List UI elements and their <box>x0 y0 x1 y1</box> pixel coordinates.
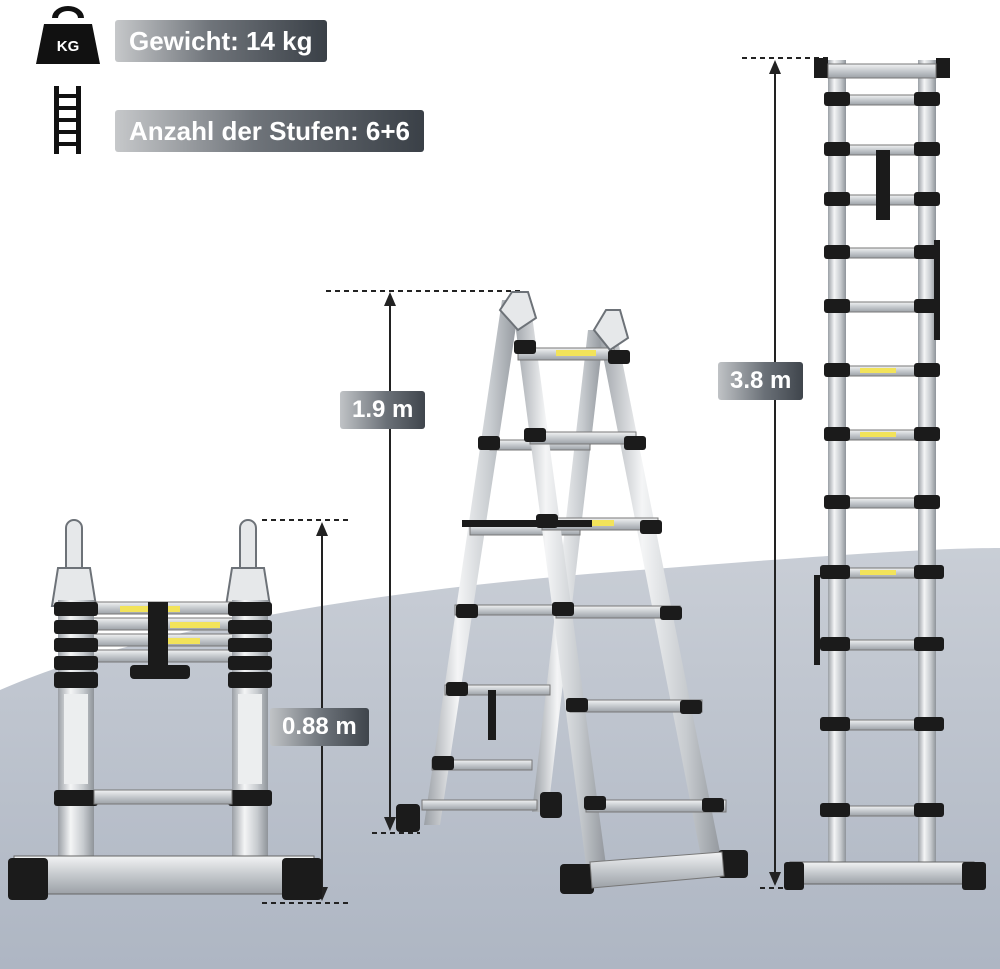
extended-height-label: 3.8 m <box>718 362 804 400</box>
kettlebell-weight-icon: KG <box>36 6 100 64</box>
a-frame-height-label: 1.9 m <box>340 391 426 429</box>
steps-spec-badge: Anzahl der Stufen: 6+6 <box>115 110 424 152</box>
ladder-icon <box>54 86 81 154</box>
ladder-a-frame <box>396 291 748 894</box>
weight-spec-badge: Gewicht: 14 kg <box>115 20 327 62</box>
ladder-extended <box>784 58 986 890</box>
weight-icon-text: KG <box>57 38 80 55</box>
folded-height-label: 0.88 m <box>270 708 369 746</box>
ladder-folded <box>8 519 322 900</box>
